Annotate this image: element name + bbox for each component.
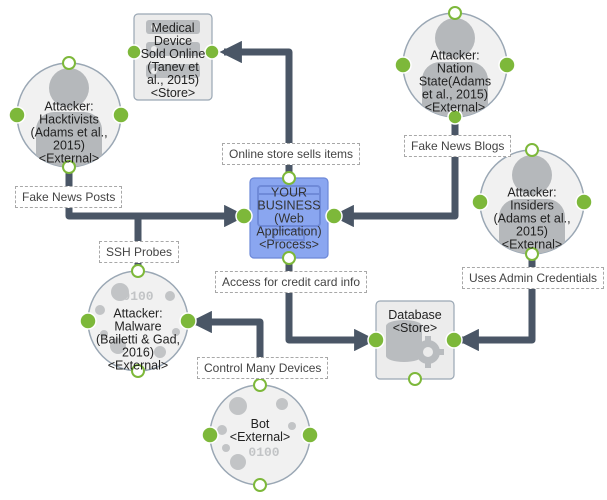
edge-label-ssh-probes[interactable]: SSH Probes bbox=[99, 241, 180, 263]
port-bot-left[interactable] bbox=[201, 426, 219, 444]
node-business[interactable] bbox=[235, 171, 343, 265]
binary-icon: 0100 bbox=[217, 397, 296, 470]
database-gear-icon bbox=[386, 320, 444, 368]
person-icon bbox=[36, 68, 102, 167]
port-database-right[interactable] bbox=[445, 331, 463, 349]
port-database-bottom[interactable] bbox=[408, 372, 422, 386]
edge-nation-state-to-business bbox=[331, 118, 459, 228]
node-insiders[interactable] bbox=[471, 143, 593, 261]
port-medical-left[interactable] bbox=[126, 44, 142, 60]
node-label-hacktivists: Attacker: Hacktivists (Adams et al., 201… bbox=[30, 99, 108, 166]
port-business-bottom[interactable] bbox=[282, 251, 296, 265]
edge-label-fake-news-blogs[interactable]: Fake News Blogs bbox=[404, 135, 512, 157]
port-bot-right[interactable] bbox=[301, 426, 319, 444]
port-database-left[interactable] bbox=[367, 331, 385, 349]
node-medical-device[interactable] bbox=[126, 13, 220, 101]
edge-label-fake-news-posts[interactable]: Fake News Posts bbox=[15, 186, 123, 208]
store-icon bbox=[146, 20, 200, 78]
port-nation-left[interactable] bbox=[394, 56, 412, 74]
svg-text:0100: 0100 bbox=[122, 289, 153, 304]
node-label-medical-device: Medical Device Sold Online (Tanev et al.… bbox=[140, 21, 206, 100]
port-insiders-bottom[interactable] bbox=[525, 247, 539, 261]
port-bot-bottom[interactable] bbox=[253, 478, 267, 492]
port-hacktivists-right[interactable] bbox=[112, 106, 130, 124]
port-malware-top[interactable] bbox=[131, 264, 145, 278]
edge-label-control-devices[interactable]: Control Many Devices bbox=[197, 357, 329, 379]
port-insiders-left[interactable] bbox=[471, 193, 489, 211]
port-medical-right[interactable] bbox=[204, 44, 220, 60]
port-malware-left[interactable] bbox=[79, 312, 97, 330]
port-business-right[interactable] bbox=[325, 207, 343, 225]
edge-hacktivists-to-business bbox=[65, 168, 247, 228]
edge-business-to-medical-device bbox=[219, 40, 293, 178]
port-hacktivists-bottom[interactable] bbox=[62, 160, 76, 174]
node-hacktivists[interactable] bbox=[8, 56, 130, 174]
edge-label-credit-card[interactable]: Access for credit card info bbox=[215, 271, 368, 293]
binary-icon: 0100 bbox=[95, 283, 180, 358]
svg-text:0100: 0100 bbox=[248, 445, 279, 460]
port-bot-top[interactable] bbox=[253, 378, 267, 392]
node-label-malware: Attacker: Malware (Bailetti & Gad, 2016)… bbox=[95, 306, 181, 373]
node-bot[interactable]: 0100 bbox=[201, 378, 319, 492]
person-icon bbox=[422, 18, 488, 117]
port-business-left[interactable] bbox=[235, 207, 253, 225]
port-insiders-top[interactable] bbox=[525, 143, 539, 157]
node-malware[interactable]: 0100 bbox=[79, 264, 197, 378]
node-label-database: Database <Store> bbox=[388, 308, 442, 335]
port-malware-right[interactable] bbox=[179, 312, 197, 330]
edge-label-admin-credentials[interactable]: Uses Admin Credentials bbox=[462, 267, 605, 289]
port-malware-bottom[interactable] bbox=[131, 364, 145, 378]
port-insiders-right[interactable] bbox=[575, 193, 593, 211]
edge-label-online-store[interactable]: Online store sells items bbox=[222, 143, 361, 165]
port-nation-top[interactable] bbox=[448, 6, 462, 20]
node-label-bot: Bot <External> bbox=[229, 417, 291, 444]
node-label-business: YOUR BUSINESS (Web Application) <Process… bbox=[256, 185, 322, 252]
node-database[interactable] bbox=[367, 300, 463, 386]
node-label-insiders: Attacker: Insiders (Adams et al., 2015) … bbox=[493, 185, 571, 252]
port-nation-right[interactable] bbox=[498, 56, 516, 74]
web-app-icon bbox=[257, 185, 321, 241]
person-icon bbox=[499, 155, 565, 254]
port-nation-bottom[interactable] bbox=[447, 109, 463, 125]
node-label-nation-state: Attacker: Nation State(Adams et al., 201… bbox=[418, 48, 492, 115]
port-hacktivists-top[interactable] bbox=[62, 56, 76, 70]
port-business-top[interactable] bbox=[282, 171, 296, 185]
node-nation-state[interactable] bbox=[394, 6, 516, 125]
port-hacktivists-left[interactable] bbox=[8, 106, 26, 124]
